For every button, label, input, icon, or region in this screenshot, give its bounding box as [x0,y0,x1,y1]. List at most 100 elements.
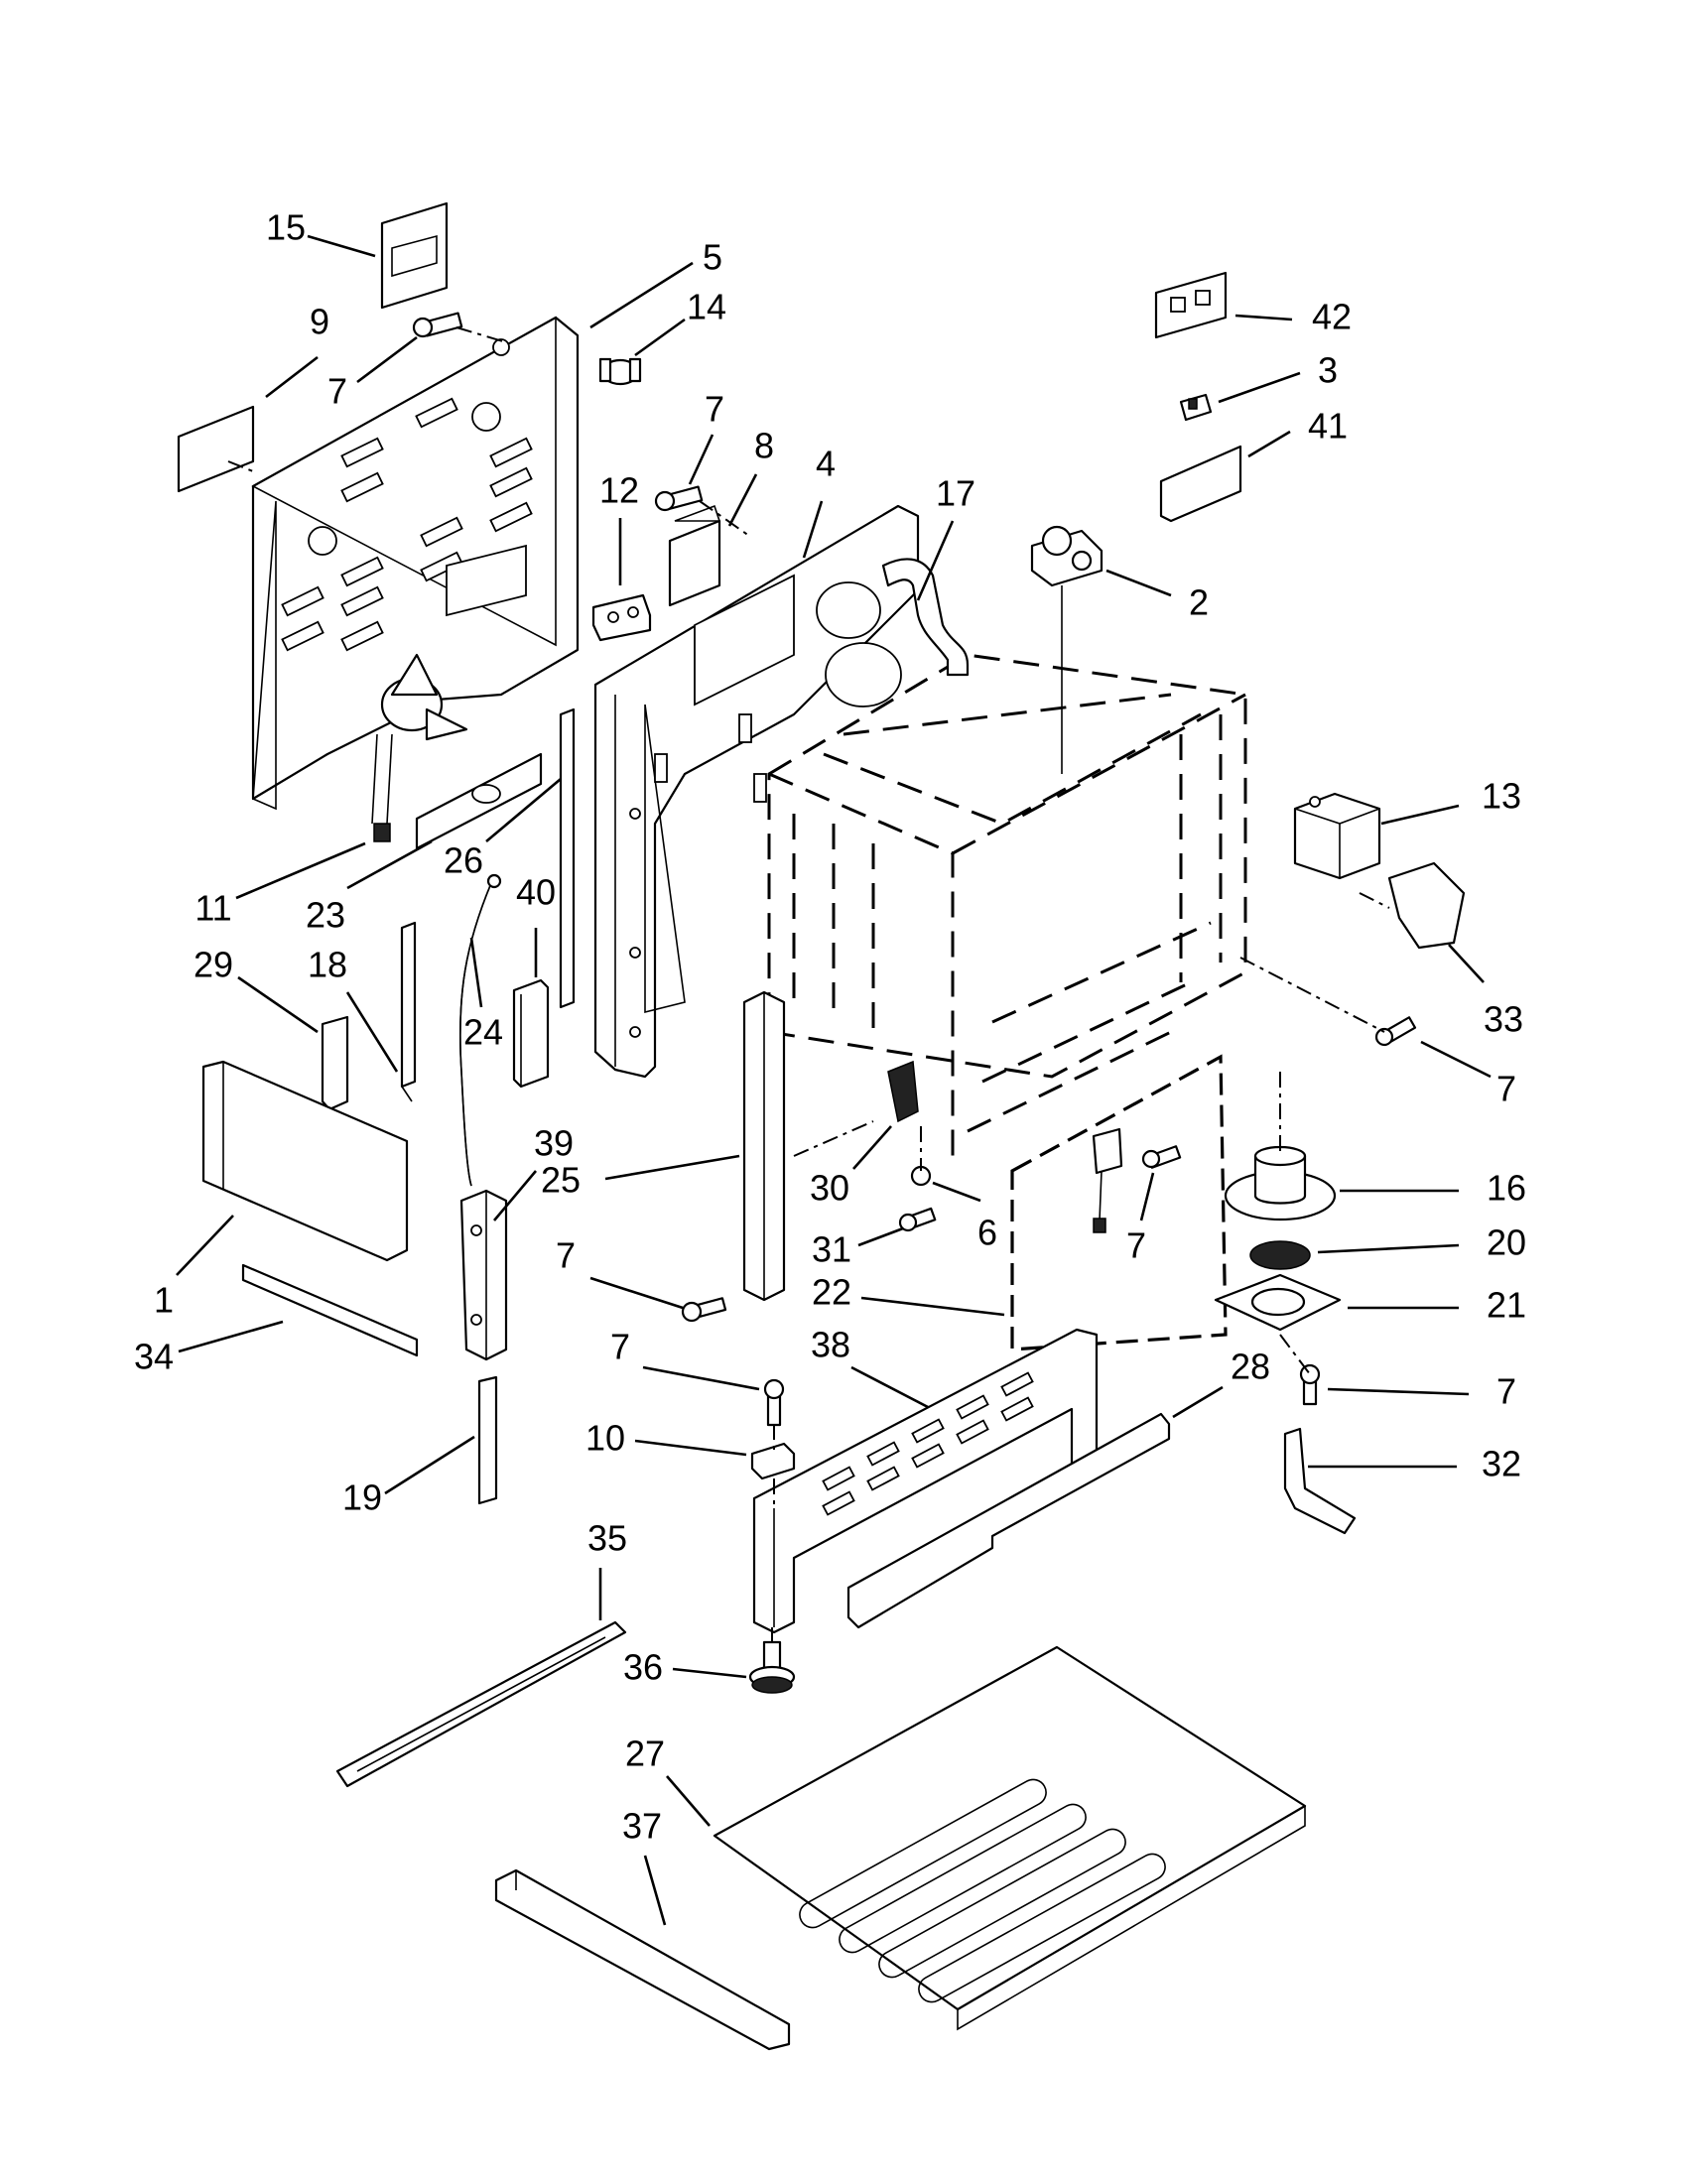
callout-label: 18 [308,945,347,985]
part-27-bottom-panel [713,1645,1307,2031]
part-29-clip [321,1015,349,1111]
callout-label: 15 [266,207,306,248]
part-20-screen [1249,1240,1311,1270]
callout-34: 34 [134,1320,284,1377]
callout-label: 36 [623,1647,663,1688]
callout-label: 25 [541,1160,581,1201]
part-40-block [512,978,550,1089]
callout-27: 27 [625,1734,711,1827]
callout-label: 2 [1189,582,1209,623]
callout-36: 36 [623,1647,747,1688]
callout-label: 7 [1126,1225,1146,1266]
callout-label: 7 [1496,1371,1516,1412]
callout-11: 11 [195,841,366,929]
callout-7c: 7 [1420,1040,1516,1109]
callout-label: 3 [1318,350,1338,391]
callout-label: 16 [1487,1168,1526,1209]
callout-label: 11 [195,888,231,929]
panel-5-slots [281,397,533,652]
callout-label: 31 [812,1229,851,1270]
part-32-bracket [1283,1427,1357,1535]
callout-28: 28 [1172,1347,1270,1419]
screw-7-bottom [763,1378,785,1427]
callout-7e: 7 [556,1235,684,1310]
callout-14: 14 [634,287,726,357]
callout-30: 30 [810,1125,892,1209]
callout-24: 24 [463,937,503,1053]
callout-10: 10 [585,1418,747,1459]
callout-13: 13 [1380,776,1521,826]
callout-3: 3 [1218,350,1338,404]
callout-label: 41 [1308,406,1348,447]
screw-7-mid [1141,1145,1182,1169]
callout-21: 21 [1348,1285,1526,1326]
part-25-channel [742,990,786,1302]
callout-12: 12 [599,470,639,585]
screw-7-right [1374,1016,1417,1047]
callout-35: 35 [587,1518,627,1620]
callout-6: 6 [932,1181,997,1253]
part-16-flange [1224,1145,1337,1221]
part-35-rail [335,1620,627,1788]
screw-7-left [681,1297,727,1323]
callout-label: 38 [811,1325,850,1365]
callout-18: 18 [308,945,399,1073]
part-5-rear-panel [251,316,580,811]
callout-label: 23 [306,895,345,936]
callout-label: 20 [1487,1222,1526,1263]
part-14-thermostat [598,357,642,386]
callout-label: 24 [463,1012,503,1053]
callout-label: 7 [556,1235,576,1276]
callout-7b: 7 [688,389,724,485]
callout-label: 28 [1231,1347,1270,1387]
callout-25: 25 [541,1154,740,1201]
part-39-hinge [459,1189,508,1361]
callout-7f: 7 [610,1327,760,1391]
callout-2: 2 [1105,569,1209,623]
callout-label: 10 [585,1418,625,1459]
callout-label: 29 [194,945,233,985]
callout-label: 1 [154,1280,174,1321]
panel-27-ribs [799,1778,1166,2003]
callout-9: 9 [265,302,329,399]
callout-26: 26 [444,778,562,881]
part-33-cover [1387,861,1466,950]
callout-1: 1 [154,1215,234,1321]
callout-label: 8 [754,426,774,466]
callout-7g: 7 [1327,1371,1516,1412]
part-8-bracket [668,504,721,607]
part-30-clip [887,1060,919,1123]
part-41-bracket [1159,445,1242,523]
part-24-tube [459,873,502,1187]
callout-label: 13 [1482,776,1521,817]
part-9-cover [177,405,255,493]
callout-label: 5 [703,237,722,278]
screw-7-vent [1299,1363,1321,1406]
part-36-leveler [748,1640,796,1694]
callout-5: 5 [589,237,722,329]
callout-8: 8 [727,426,774,527]
part-19-plate [477,1375,498,1505]
callout-31: 31 [812,1226,904,1270]
part-18-rail [400,921,417,1102]
part-21-gasket [1214,1273,1342,1332]
callout-42: 42 [1234,297,1352,337]
center-lines [227,326,1390,1642]
callout-label: 12 [599,470,639,511]
callout-label: 33 [1484,999,1523,1040]
callout-label: 4 [816,444,836,484]
part-10-bracket [750,1442,796,1480]
part-17-tube [881,558,970,677]
part-26-strip [559,707,576,1009]
callout-label: 35 [587,1518,627,1559]
part-23-cover [415,752,543,850]
part-11-fan-motor [371,653,468,842]
callout-label: 32 [1482,1444,1521,1484]
part-4-inner-panel [593,504,920,1079]
part-37-rail [494,1868,791,2051]
callout-label: 17 [936,473,975,514]
part-34-strip [241,1263,419,1357]
callout-label: 22 [812,1272,851,1313]
callout-15: 15 [266,207,376,258]
